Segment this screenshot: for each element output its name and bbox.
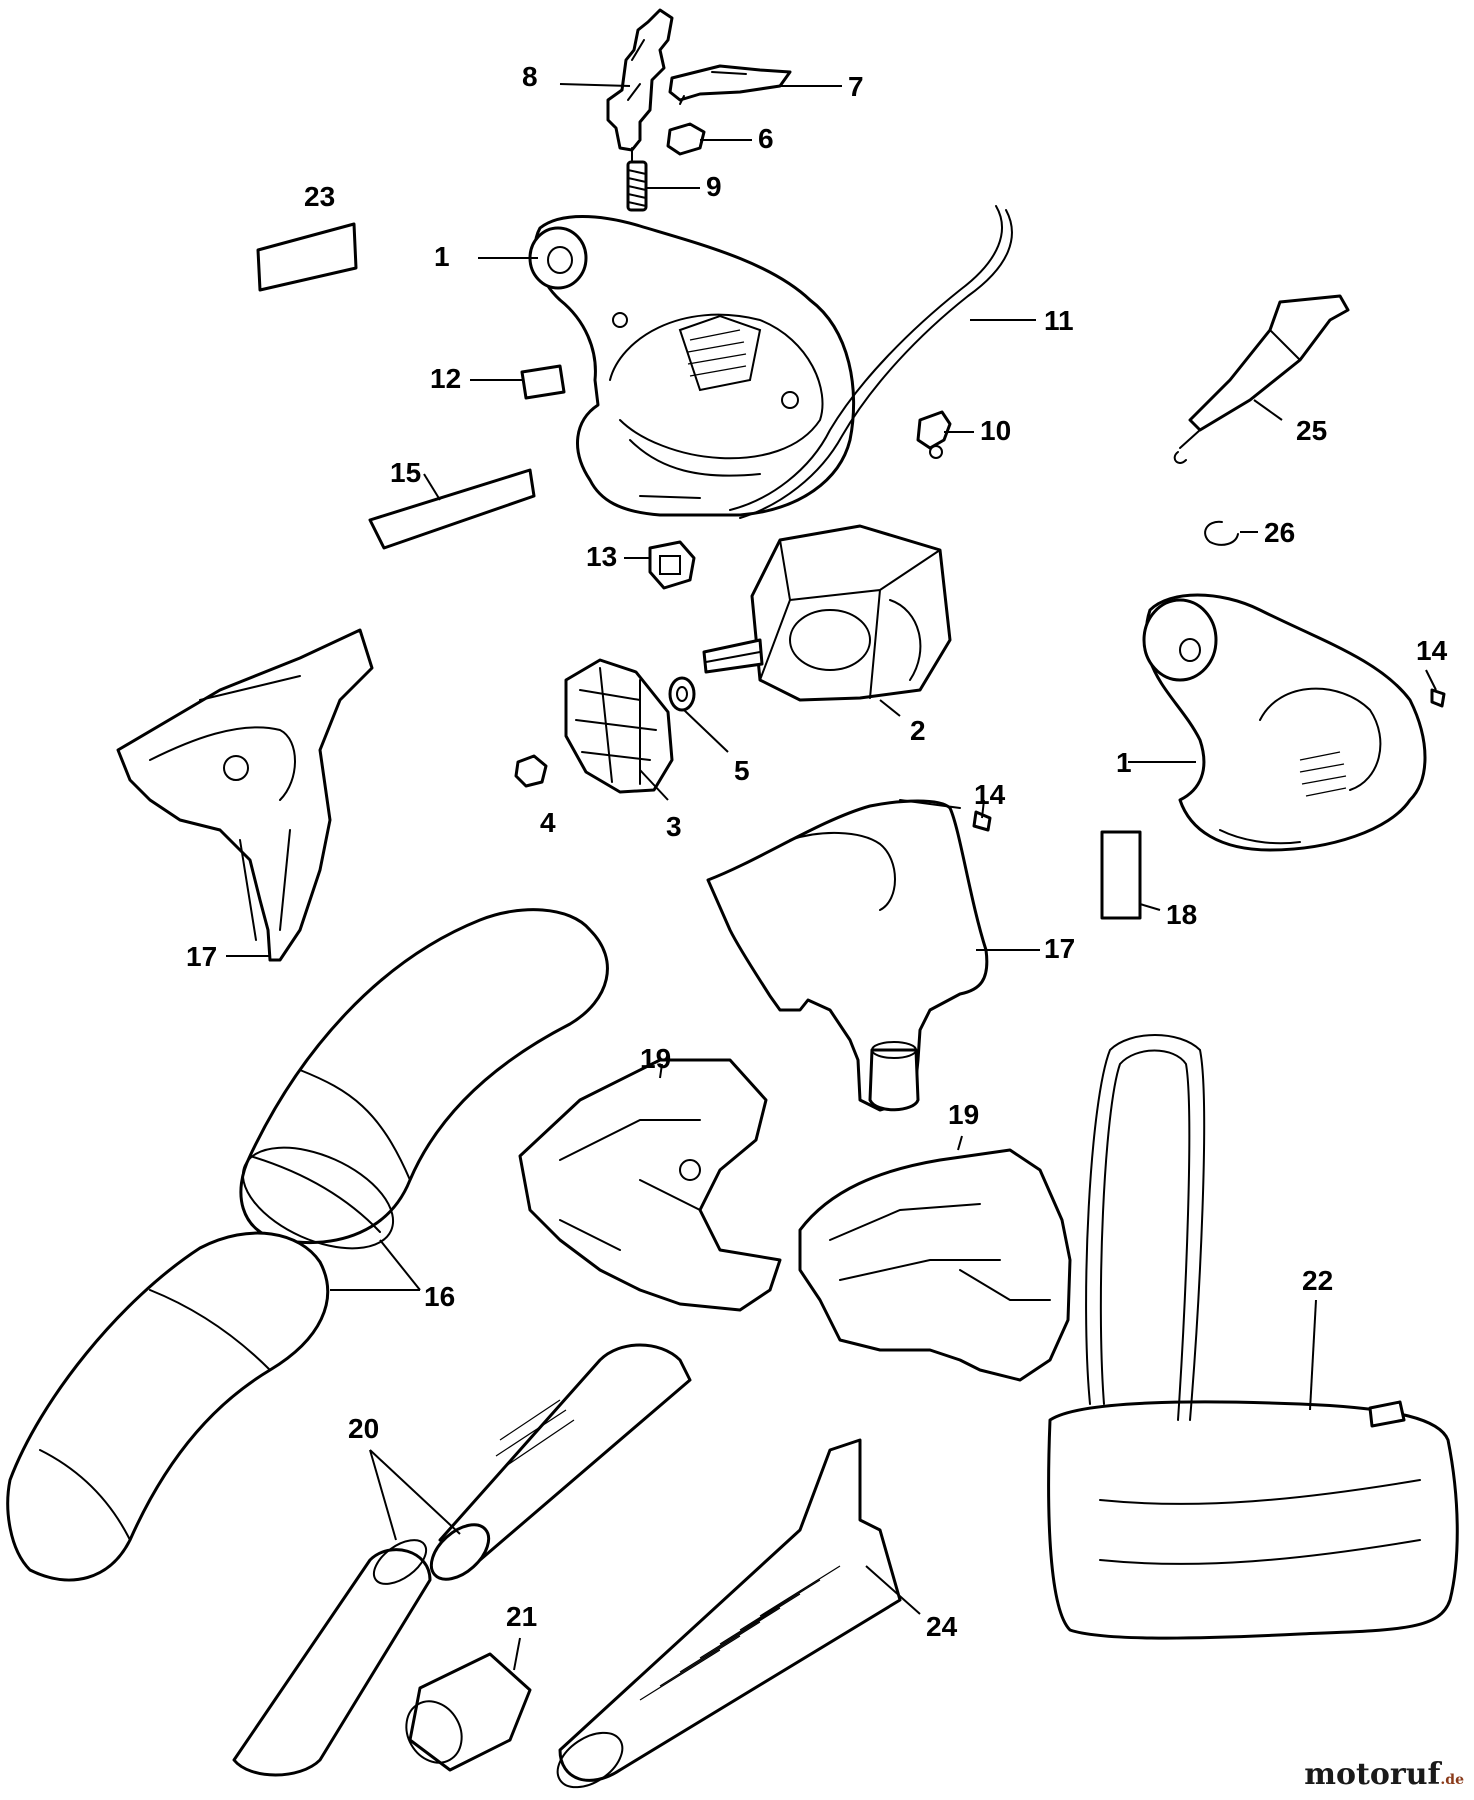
label-17-left: 17	[186, 941, 217, 972]
part-21-adapter	[405, 1652, 532, 1772]
part-9-spring	[626, 160, 648, 212]
part-19-duct-right	[798, 1148, 1072, 1382]
label-14-center: 14	[974, 779, 1006, 810]
label-16: 16	[424, 1281, 455, 1312]
label-20: 20	[348, 1413, 379, 1444]
label-2: 2	[910, 715, 926, 746]
label-9: 9	[706, 171, 722, 202]
part-19-duct-left	[518, 1058, 782, 1312]
part-11-cord	[729, 205, 1013, 519]
part-24-vacuum-tube	[556, 1438, 902, 1789]
label-21: 21	[506, 1601, 537, 1632]
part-20-tube	[429, 1343, 692, 1581]
label-15: 15	[390, 457, 421, 488]
label-10: 10	[980, 415, 1011, 446]
part-23-label	[256, 222, 358, 292]
part-6-clip	[666, 122, 706, 156]
part-14-screw-center	[972, 810, 992, 832]
part-labels: 8 7 6 9 23 1 11 12 10 25 15 26 13 14 2 5…	[186, 61, 1448, 1642]
part-13-switch	[648, 540, 696, 590]
part-16-tube-lower	[6, 1231, 330, 1582]
label-25: 25	[1296, 415, 1327, 446]
part-25-strap	[1173, 294, 1350, 464]
label-19-left: 19	[640, 1043, 671, 1074]
part-20-nozzle	[232, 1539, 432, 1777]
label-1-right: 1	[1116, 747, 1132, 778]
part-7-lock-button	[668, 64, 792, 105]
part-1-housing-left	[528, 215, 856, 517]
label-13: 13	[586, 541, 617, 572]
part-15-label	[368, 468, 536, 550]
part-10-strain-relief	[916, 410, 952, 459]
label-5: 5	[734, 755, 750, 786]
part-8-trigger	[606, 8, 674, 163]
label-1-top: 1	[434, 241, 450, 272]
label-3: 3	[666, 811, 682, 842]
part-5-washer	[668, 676, 696, 712]
watermark-text: motoruf	[1304, 1757, 1441, 1792]
label-6: 6	[758, 123, 774, 154]
label-23: 23	[304, 181, 335, 212]
label-14-right: 14	[1416, 635, 1448, 666]
label-18: 18	[1166, 899, 1197, 930]
label-11: 11	[1044, 305, 1074, 336]
label-8: 8	[522, 61, 538, 92]
label-22: 22	[1302, 1265, 1333, 1296]
label-12: 12	[430, 363, 461, 394]
label-26: 26	[1264, 517, 1295, 548]
part-18-label	[1100, 830, 1142, 920]
watermark-suffix: .de	[1440, 1772, 1464, 1788]
part-17-fan-housing-left	[116, 628, 374, 962]
part-2-motor	[702, 524, 952, 702]
part-3-fan	[564, 658, 674, 794]
leader-lines	[226, 83, 1437, 1671]
part-1-housing-right	[1142, 593, 1427, 852]
label-4: 4	[540, 807, 556, 838]
label-17-center: 17	[1044, 933, 1075, 964]
part-14-screw-right	[1430, 688, 1446, 708]
label-24: 24	[926, 1611, 958, 1642]
label-19-right: 19	[948, 1099, 979, 1130]
part-26-circlip	[1204, 520, 1239, 546]
watermark-logo: motoruf.de	[1304, 1757, 1464, 1792]
part-17-fan-housing-center	[706, 799, 989, 1112]
part-12-label	[520, 364, 566, 400]
label-7: 7	[848, 71, 864, 102]
part-22-bag	[1047, 1034, 1459, 1640]
part-4-nut	[514, 754, 548, 788]
